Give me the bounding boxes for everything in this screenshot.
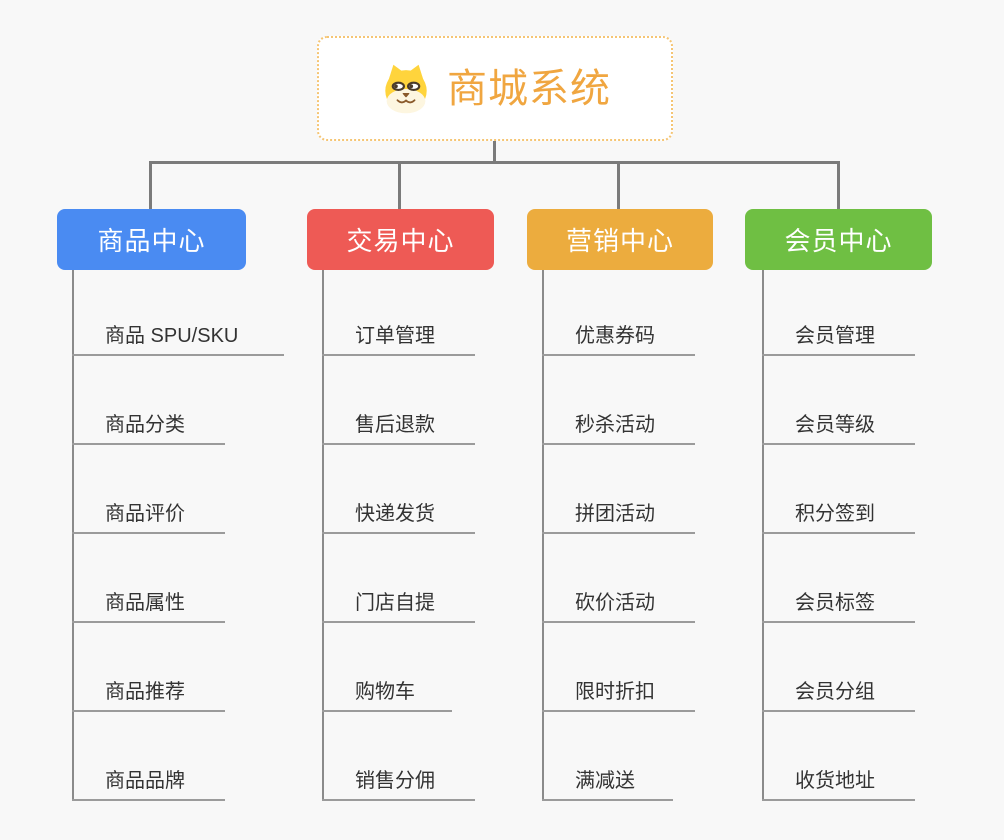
- node-item[interactable]: 商品推荐: [72, 668, 225, 712]
- branch-column-trade: 订单管理 售后退款 快递发货 门店自提 购物车 销售分佣: [322, 270, 562, 801]
- node-item-label: 商品属性: [105, 592, 185, 614]
- root-title: 商城系统: [447, 66, 611, 111]
- node-item[interactable]: 商品 SPU/SKU: [72, 312, 284, 356]
- node-item-label: 限时折扣: [575, 681, 655, 703]
- node-item-label: 销售分佣: [355, 770, 435, 792]
- node-item[interactable]: 商品品牌: [72, 757, 225, 801]
- branch-header-products[interactable]: 商品中心: [57, 209, 246, 270]
- node-item-label: 门店自提: [355, 592, 435, 614]
- node-item[interactable]: 限时折扣: [542, 668, 695, 712]
- node-item[interactable]: 优惠券码: [542, 312, 695, 356]
- node-item-label: 购物车: [355, 681, 415, 703]
- node-item-label: 会员等级: [795, 414, 875, 436]
- branch-column-members: 会员管理 会员等级 积分签到 会员标签 会员分组 收货地址: [762, 270, 1002, 801]
- branch-line: [322, 270, 324, 801]
- branch-column-marketing: 优惠券码 秒杀活动 拼团活动 砍价活动 限时折扣 满减送: [542, 270, 782, 801]
- connector-drop-trade: [398, 161, 401, 210]
- node-item-label: 订单管理: [355, 325, 435, 347]
- branch-header-trade[interactable]: 交易中心: [307, 209, 494, 270]
- branch-header-label: 营销中心: [565, 226, 674, 256]
- branch-header-members[interactable]: 会员中心: [745, 209, 932, 270]
- node-item-label: 拼团活动: [575, 503, 655, 525]
- node-item-label: 满减送: [575, 770, 635, 792]
- node-item[interactable]: 订单管理: [322, 312, 475, 356]
- node-item-label: 积分签到: [795, 503, 875, 525]
- node-item-label: 优惠券码: [575, 325, 655, 347]
- branch-header-label: 会员中心: [784, 226, 893, 256]
- root-node[interactable]: 商城系统: [317, 36, 673, 141]
- connector-drop-products: [149, 161, 152, 210]
- node-item[interactable]: 会员等级: [762, 401, 915, 445]
- node-item-label: 商品 SPU/SKU: [105, 325, 239, 347]
- node-item[interactable]: 砍价活动: [542, 579, 695, 623]
- node-item-label: 砍价活动: [575, 592, 655, 614]
- node-item[interactable]: 门店自提: [322, 579, 475, 623]
- branch-header-label: 商品中心: [97, 226, 206, 256]
- node-item-label: 售后退款: [355, 414, 435, 436]
- node-item[interactable]: 商品属性: [72, 579, 225, 623]
- connector-drop-members: [837, 161, 840, 210]
- node-item-label: 会员标签: [795, 592, 875, 614]
- branch-header-label: 交易中心: [346, 226, 455, 256]
- node-item[interactable]: 满减送: [542, 757, 673, 801]
- node-item[interactable]: 商品分类: [72, 401, 225, 445]
- connector-bus: [149, 161, 840, 164]
- node-item-label: 会员管理: [795, 325, 875, 347]
- node-item[interactable]: 商品评价: [72, 490, 225, 534]
- node-item[interactable]: 会员分组: [762, 668, 915, 712]
- node-item[interactable]: 销售分佣: [322, 757, 475, 801]
- connector-root-stem: [493, 141, 496, 163]
- branch-line: [762, 270, 764, 801]
- node-item[interactable]: 拼团活动: [542, 490, 695, 534]
- node-item[interactable]: 会员管理: [762, 312, 915, 356]
- branch-line: [72, 270, 74, 801]
- dog-face-icon: [379, 62, 433, 116]
- connector-drop-marketing: [617, 161, 620, 210]
- node-item[interactable]: 购物车: [322, 668, 452, 712]
- node-item-label: 会员分组: [795, 681, 875, 703]
- branch-header-marketing[interactable]: 营销中心: [527, 209, 713, 270]
- branch-line: [542, 270, 544, 801]
- node-item[interactable]: 快递发货: [322, 490, 475, 534]
- node-item-label: 快递发货: [355, 503, 435, 525]
- node-item-label: 收货地址: [795, 770, 875, 792]
- node-item[interactable]: 售后退款: [322, 401, 475, 445]
- node-item-label: 商品推荐: [105, 681, 185, 703]
- node-item[interactable]: 秒杀活动: [542, 401, 695, 445]
- node-item[interactable]: 收货地址: [762, 757, 915, 801]
- node-item-label: 商品分类: [105, 414, 185, 436]
- node-item-label: 秒杀活动: [575, 414, 655, 436]
- node-item[interactable]: 会员标签: [762, 579, 915, 623]
- node-item-label: 商品评价: [105, 503, 185, 525]
- node-item[interactable]: 积分签到: [762, 490, 915, 534]
- branch-column-products: 商品 SPU/SKU 商品分类 商品评价 商品属性 商品推荐 商品品牌: [72, 270, 312, 801]
- node-item-label: 商品品牌: [105, 770, 185, 792]
